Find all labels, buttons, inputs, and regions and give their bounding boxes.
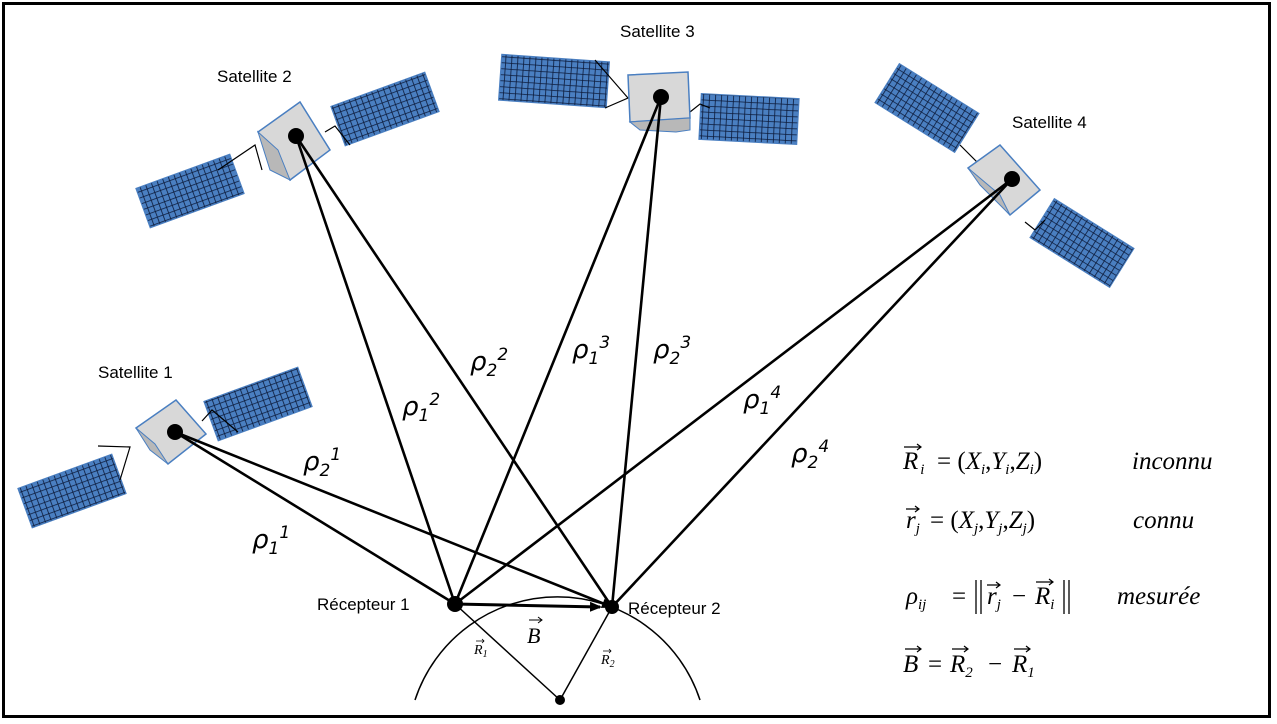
satellite-3 (497, 53, 800, 146)
receiver-1-dot (447, 596, 463, 612)
satellite-2-label: Satellite 2 (217, 67, 292, 86)
svg-text:R2: R2 (600, 653, 615, 670)
svg-text:= (Xi,Yi,Zi): = (Xi,Yi,Zi) (937, 448, 1042, 478)
solar-panel (698, 92, 800, 146)
r1-vector-label: R1 (473, 638, 488, 660)
range-label-1-1: ρ11 (252, 523, 290, 559)
svg-text:B: B (903, 651, 918, 678)
range-label-2-1: ρ21 (303, 445, 341, 481)
satellite-2 (135, 71, 440, 229)
range-line-2-2 (294, 135, 614, 608)
range-label-1-3: ρ13 (572, 333, 610, 369)
range-label-2-3: ρ23 (653, 333, 691, 369)
range-label-1-2: ρ12 (402, 390, 440, 426)
range-lines (174, 96, 1013, 609)
range-line-1-2 (294, 135, 457, 605)
earth-arcs (414, 596, 701, 701)
equation-1-note: inconnu (1132, 448, 1213, 475)
solar-panel (135, 153, 245, 229)
range-line-2-1 (174, 430, 614, 609)
svg-text:Ri: Ri (1034, 583, 1054, 613)
receiver-2-dot (605, 600, 619, 614)
earth-center (555, 695, 565, 705)
range-line-1-4 (454, 177, 1013, 606)
range-line-2-3 (610, 96, 663, 608)
svg-text:rj: rj (906, 507, 920, 537)
svg-text:= (Xj,Yj,Zj): = (Xj,Yj,Zj) (930, 507, 1035, 537)
svg-text:ρij: ρij (905, 583, 926, 613)
equation-3: ρij = rj − Ri mesurée (905, 578, 1200, 614)
solar-panel (874, 62, 980, 154)
baseline-vector (454, 601, 602, 612)
svg-text:rj: rj (987, 583, 1001, 613)
range-label-2-2: ρ22 (470, 345, 508, 381)
range-label-2-4: ρ24 (791, 437, 829, 473)
receiver-1-label: Récepteur 1 (317, 595, 410, 614)
earth-arc-1 (414, 596, 701, 701)
svg-text:−: − (988, 651, 1002, 678)
svg-text:R1: R1 (473, 643, 488, 660)
range-line-2-4 (611, 178, 1013, 608)
solar-panel (330, 71, 440, 147)
svg-text:R1: R1 (1011, 651, 1035, 681)
solar-panel (17, 453, 127, 529)
satellite-3-label: Satellite 3 (620, 22, 695, 41)
svg-text:B: B (527, 623, 540, 648)
baseline-vector-label: B (527, 616, 543, 648)
svg-text:R2: R2 (949, 651, 973, 681)
solar-panel (203, 366, 313, 442)
equation-3-note: mesurée (1117, 583, 1200, 610)
solar-panel (1029, 197, 1135, 289)
svg-text:=: = (952, 583, 966, 610)
satellite-4-label: Satellite 4 (1012, 113, 1087, 132)
range-line-1-3 (453, 96, 663, 605)
solar-panel (497, 53, 611, 109)
svg-text:−: − (1012, 583, 1026, 610)
receiver-2-label: Récepteur 2 (628, 599, 721, 618)
range-line-1-1 (174, 430, 456, 606)
range-label-1-4: ρ14 (743, 383, 781, 419)
r2-vector-label: R2 (600, 648, 615, 670)
equation-4: B = R2 − R1 (903, 645, 1035, 681)
equation-2: rj = (Xj,Yj,Zj) connu (906, 505, 1194, 537)
svg-text:=: = (928, 651, 942, 678)
r1-vector-line (454, 603, 561, 701)
svg-text:Ri: Ri (902, 448, 924, 478)
satellite-1 (17, 366, 313, 529)
satellite-1-label: Satellite 1 (98, 363, 173, 382)
equation-2-note: connu (1133, 507, 1194, 534)
r2-vector-line (559, 606, 613, 701)
